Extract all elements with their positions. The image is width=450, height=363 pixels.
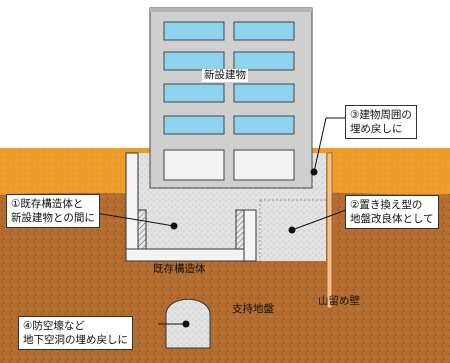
- label-existing-structure: 既存構造体: [153, 263, 206, 275]
- ground-floor-window: [233, 149, 295, 181]
- window: [233, 83, 295, 103]
- ground-floor-window: [163, 149, 225, 181]
- building-windows: [163, 21, 295, 181]
- window: [163, 115, 225, 135]
- retaining-wall: [326, 152, 333, 309]
- new-building-label: 新設建物: [202, 69, 248, 82]
- label-underground-cavity: ④防空壕など 地下空洞の埋め戻しに: [18, 316, 133, 350]
- label-backfill-around-building: ③建物周囲の 埋め戻しに: [345, 105, 417, 139]
- window: [163, 83, 225, 103]
- label-between-existing-and-new: ①既存構造体と 新設建物との間に: [6, 194, 100, 228]
- existing-structure: [125, 152, 257, 262]
- window: [233, 21, 295, 41]
- label-retaining-wall: 山留め壁: [318, 295, 360, 307]
- window: [163, 51, 225, 71]
- label-bearing-ground: 支持地盤: [232, 303, 274, 315]
- label-ground-improvement: ②置き換え型の 地盤改良体として: [345, 195, 439, 229]
- window: [163, 21, 225, 41]
- window: [233, 51, 295, 71]
- window: [233, 115, 295, 135]
